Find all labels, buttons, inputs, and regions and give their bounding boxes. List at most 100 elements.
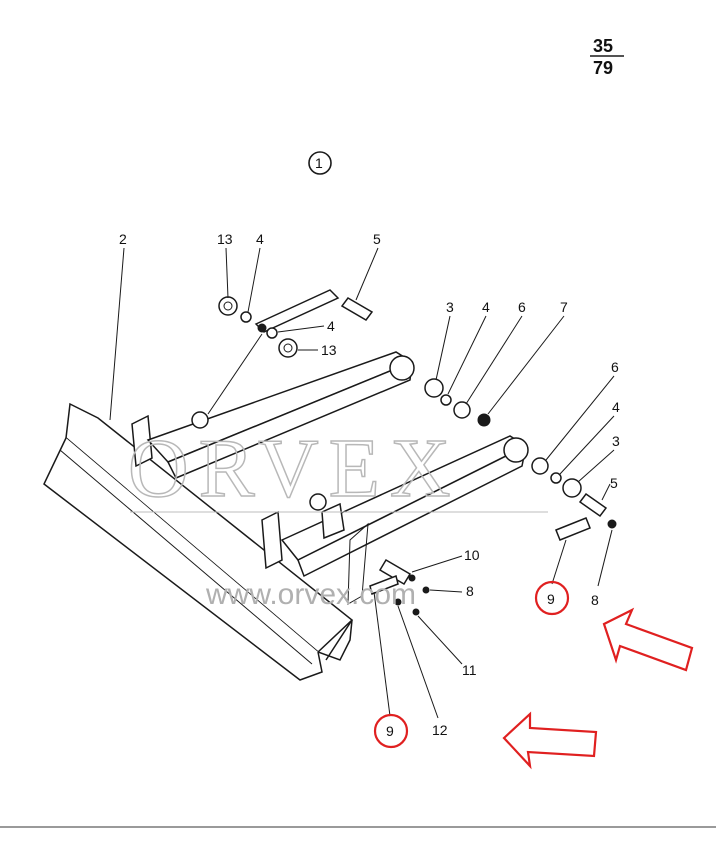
part-labels: 2 13 4 5 4 13 3 4 6 7 6 4 3 5 8 8 10 11 … (119, 231, 620, 738)
bushing-4-lower-ring (266, 327, 278, 339)
page-ref-denominator: 79 (593, 58, 613, 78)
blade-bracket-left (131, 414, 153, 468)
leader-pin-to-pivot (207, 333, 263, 415)
blade-face (65, 437, 353, 661)
pin-10-end (408, 574, 416, 582)
washer-13-lower-hole (283, 343, 293, 353)
washer-13-lower (278, 338, 298, 358)
label-4-middle: 4 (482, 299, 490, 315)
watermark-brand: ORVEX (128, 422, 461, 515)
label-4-lower: 4 (327, 318, 335, 334)
blade-pivot-right (309, 493, 327, 511)
highlight-circle-9-left (373, 713, 409, 749)
leader-6-upper (465, 315, 523, 405)
leader-9-left (373, 591, 391, 717)
label-6-lower: 6 (611, 359, 619, 375)
leader-5-upper (355, 247, 379, 301)
leader-9-right (551, 539, 567, 585)
figure-number: 1 (308, 151, 332, 175)
blade-lower-face (43, 437, 323, 681)
arrow-icon-upper (602, 607, 694, 672)
label-7: 7 (560, 299, 568, 315)
dozer-blade (43, 402, 354, 681)
pin-group-lower-middle (369, 558, 430, 616)
leader-8-left (429, 589, 463, 593)
label-8-right: 8 (591, 592, 599, 608)
label-13-upper: 13 (217, 231, 233, 247)
bushing-4-lower (257, 323, 267, 333)
label-6-upper: 6 (518, 299, 526, 315)
arm-support-plate (347, 522, 369, 605)
lower-push-arm-side (297, 444, 528, 578)
pivot-pin-upper (254, 289, 340, 333)
leader-lines (109, 247, 615, 719)
label-10: 10 (464, 547, 480, 563)
label-12: 12 (432, 722, 448, 738)
blade-crease (59, 449, 313, 665)
leader-7 (487, 315, 565, 415)
leader-10 (411, 555, 463, 573)
leader-4-lower-right (559, 415, 615, 475)
label-3-upper: 3 (446, 299, 454, 315)
upper-push-arm-side (166, 360, 413, 479)
leader-12 (397, 605, 439, 719)
seal-6-lower (531, 457, 549, 475)
washer-3-lower (562, 478, 582, 498)
washer-13-upper (218, 296, 238, 316)
pin-group-right-middle (424, 378, 491, 427)
bolt-8-right (607, 519, 617, 529)
lower-arm-eye (503, 437, 529, 463)
label-4-lower-right: 4 (612, 399, 620, 415)
page-bottom-rule (0, 826, 716, 828)
pin-5-upper (340, 297, 374, 321)
leader-3-lower (577, 449, 615, 483)
label-2: 2 (119, 231, 127, 247)
bushing-4-lower-right (550, 472, 562, 484)
washer-3-upper (424, 378, 444, 398)
highlight-annotations: 9 9 (373, 580, 694, 770)
blade-bracket-right (261, 510, 283, 570)
locking-plate-9-right (555, 517, 591, 541)
pin-group-upper-left (218, 289, 374, 358)
bushing-4-middle (440, 394, 452, 406)
figure-number-text: 1 (315, 155, 323, 171)
label-5-lower: 5 (610, 475, 618, 491)
washer-12 (394, 598, 402, 606)
push-arms (146, 351, 529, 605)
watermark-url: www.orvex.com (205, 578, 416, 611)
pin-10 (378, 558, 412, 586)
blade-pivot-left (191, 411, 209, 429)
leader-8-right (597, 529, 613, 587)
page-ref-numerator: 35 (593, 36, 613, 56)
leader-2 (109, 247, 125, 421)
upper-arm-eye (389, 355, 415, 381)
watermark: ORVEX www.orvex.com (127, 421, 548, 611)
leader-4-lower (277, 325, 325, 333)
nut-11 (412, 608, 420, 616)
leader-4-middle (447, 315, 487, 395)
pin-5-lower (578, 492, 608, 518)
bolt-8-left (422, 586, 430, 594)
snap-ring-7 (477, 413, 491, 427)
leader-5-lower (601, 483, 611, 501)
label-4-upper: 4 (256, 231, 264, 247)
leader-11 (417, 615, 463, 665)
highlight-circle-9-right (534, 580, 570, 616)
label-8-left: 8 (466, 583, 474, 599)
label-13-lower: 13 (321, 342, 337, 358)
washer-13-upper-hole (223, 301, 233, 311)
page-reference: 35 79 (590, 36, 624, 78)
label-11: 11 (462, 662, 477, 678)
bushing-4-upper (240, 311, 252, 323)
leader-6-lower (545, 375, 615, 461)
locking-plate-9-left (369, 574, 399, 596)
leader-13-upper (225, 247, 229, 299)
label-9-right: 9 (547, 591, 555, 607)
arrow-icon-lower (502, 711, 598, 770)
leader-3-upper (435, 315, 451, 381)
figure-number-circle (308, 151, 332, 175)
label-3-lower: 3 (612, 433, 620, 449)
seal-6-upper (453, 401, 471, 419)
